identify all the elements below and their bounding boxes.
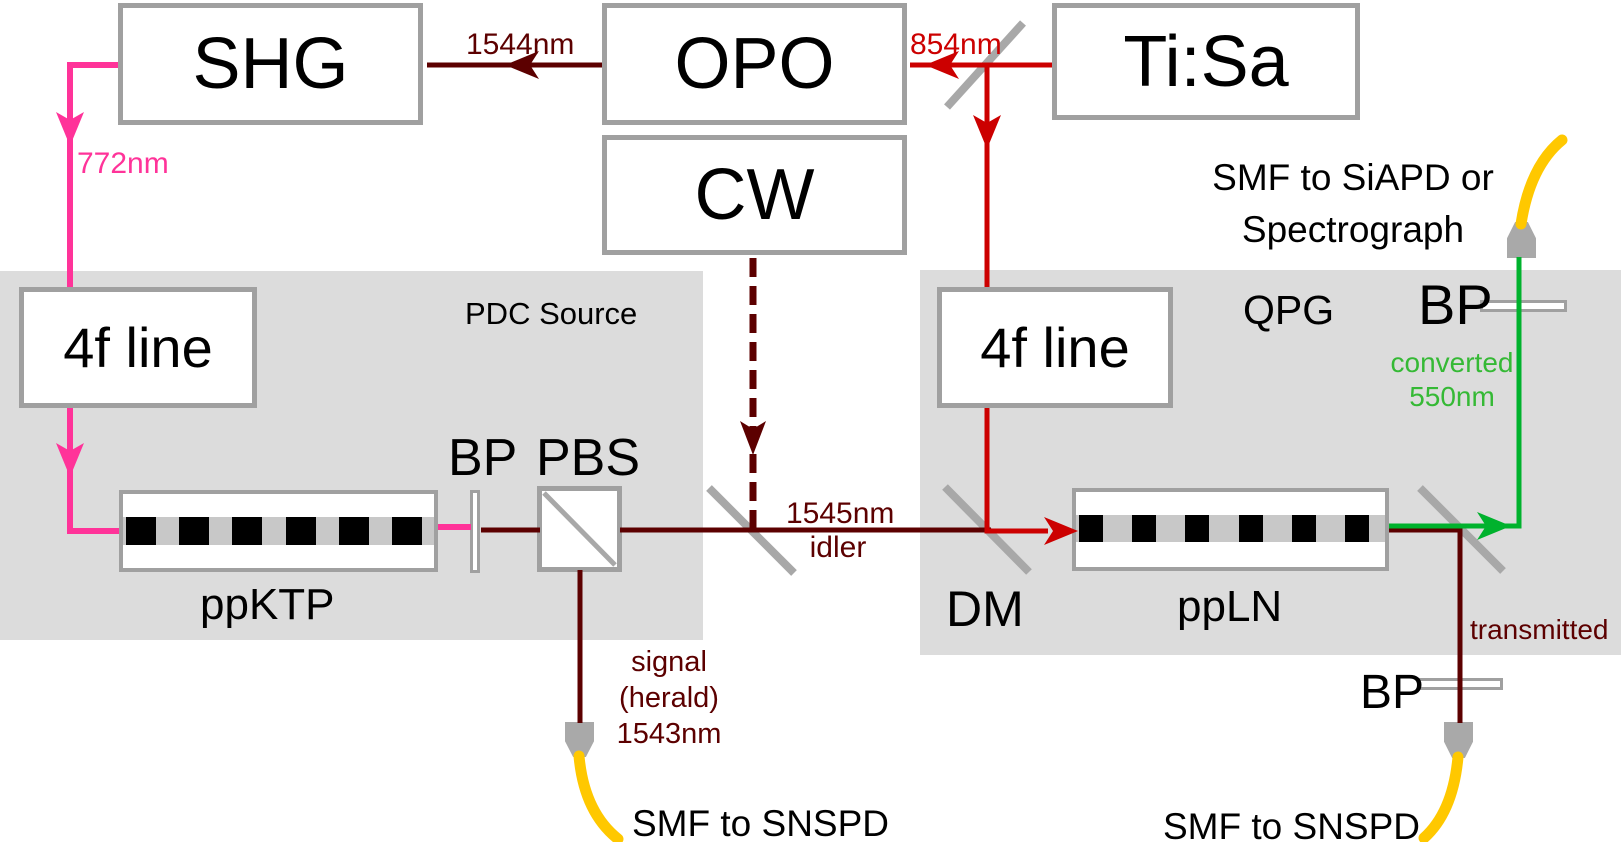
wavelength-854: 854nm	[910, 28, 1002, 61]
smf-siapd-line2: Spectrograph	[1241, 209, 1465, 250]
signal-annotation: signal (herald) 1543nm	[580, 644, 758, 752]
fourf-line-right-box: 4f line	[937, 287, 1173, 408]
converted-annotation: converted 550nm	[1390, 346, 1514, 414]
pbs-label: PBS	[536, 429, 641, 487]
bp-top-right-label: BP	[1418, 273, 1493, 336]
opo-label: OPO	[674, 24, 835, 104]
bandpass-filter-left	[470, 490, 480, 573]
poling-square	[1079, 515, 1103, 542]
fourf-line-left-box: 4f line	[19, 287, 257, 408]
fourf-line-left-label: 4f line	[63, 316, 213, 379]
smf-snspd-right-label: SMF to SNSPD	[1163, 806, 1420, 842]
pbs-cube	[537, 486, 622, 572]
fiber-top-right	[1515, 134, 1568, 230]
poling-square	[285, 517, 316, 545]
ppln-crystal	[1072, 488, 1389, 571]
poling-square	[1291, 515, 1316, 542]
fourf-line-right-label: 4f line	[980, 316, 1130, 379]
idler-word: idler	[809, 531, 867, 564]
cw-label: CW	[694, 155, 815, 235]
wavelength-1544: 1544nm	[466, 28, 575, 61]
shg-box: SHG	[118, 3, 423, 125]
fiber-coupler-top-right	[1507, 222, 1536, 258]
signal-wavelength: 1543nm	[616, 718, 722, 750]
poling-square	[1132, 515, 1157, 542]
ppln-poling-stripe	[1076, 515, 1385, 542]
transmitted-annotation: transmitted	[1470, 614, 1609, 645]
ppln-label: ppLN	[1177, 582, 1283, 631]
fiber-coupler-bottom-right	[1444, 722, 1473, 758]
poling-square	[1185, 515, 1210, 542]
poling-square	[338, 517, 369, 545]
opo-box: OPO	[602, 3, 907, 125]
smf-snspd-left-label: SMF to SNSPD	[632, 803, 889, 842]
bp-bottom-right-label: BP	[1360, 666, 1425, 719]
shg-label: SHG	[192, 24, 349, 104]
cw-box: CW	[602, 135, 907, 255]
bandpass-filter-bottom-right	[1417, 678, 1503, 690]
poling-square	[179, 517, 210, 545]
arrow-772-upper	[56, 112, 84, 146]
wavelength-772: 772nm	[77, 147, 169, 180]
ppktp-poling-stripe	[123, 517, 434, 545]
poling-square	[1238, 515, 1263, 542]
pdc-source-label: PDC Source	[465, 296, 638, 331]
tisa-box: Ti:Sa	[1052, 3, 1360, 120]
arrow-cw-down	[740, 421, 766, 455]
fiber-left	[573, 750, 624, 842]
bp-left-label: BP	[448, 429, 518, 487]
smf-siapd-line1: SMF to SiAPD or	[1212, 157, 1494, 198]
qpg-label: QPG	[1243, 287, 1335, 333]
signal-herald-label: signal (herald)	[619, 646, 719, 714]
beamsplitter-mid	[706, 485, 797, 576]
bandpass-filter-top-right	[1480, 300, 1567, 312]
arrow-pump-down-1	[973, 115, 1001, 149]
poling-square	[391, 517, 422, 545]
ppktp-label: ppKTP	[200, 580, 335, 629]
converted-word: converted	[1390, 347, 1514, 378]
idler-wavelength: 1545nm	[786, 497, 895, 530]
poling-square	[126, 517, 156, 545]
ppktp-crystal	[119, 490, 438, 572]
fiber-bottom-right	[1418, 751, 1464, 842]
poling-square	[232, 517, 263, 545]
converted-wavelength: 550nm	[1409, 381, 1495, 412]
idler-annotation: 1545nm idler	[786, 497, 894, 565]
poling-square	[1344, 515, 1369, 542]
smf-siapd-label: SMF to SiAPD or Spectrograph	[1205, 152, 1501, 256]
dm-label: DM	[946, 581, 1024, 637]
tisa-label: Ti:Sa	[1123, 21, 1289, 102]
